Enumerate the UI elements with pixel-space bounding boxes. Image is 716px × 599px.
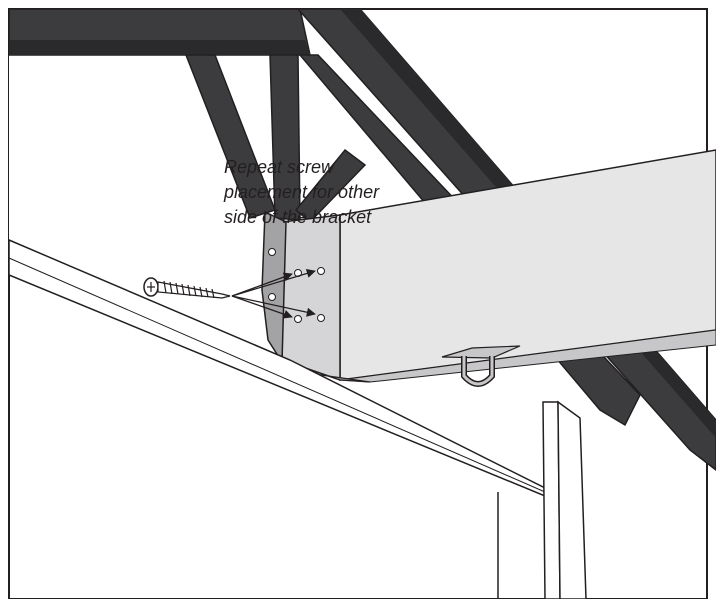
bracket-hole xyxy=(268,293,276,301)
screw-icon xyxy=(143,277,231,299)
bracket-side-plate xyxy=(261,210,287,365)
truss-top-chord-shadow xyxy=(9,40,310,55)
door-jamb-left xyxy=(542,401,561,599)
callout-line: Repeat screw xyxy=(224,157,335,177)
callout-line: placement for other xyxy=(224,182,380,202)
bracket-hole xyxy=(268,248,276,256)
eye-hook-icon xyxy=(441,345,521,387)
bracket-hole xyxy=(317,314,325,322)
wall-top-plate-edge xyxy=(8,257,546,493)
bracket-hole xyxy=(294,315,302,323)
storage-beam-end xyxy=(281,214,341,382)
bracket-hole xyxy=(317,267,325,275)
arrow-icon xyxy=(231,269,316,319)
instruction-callout: Repeat screw placement for other side of… xyxy=(224,155,454,230)
ceiling-plane xyxy=(9,55,290,240)
door-jamb-right xyxy=(557,400,587,599)
callout-line: side of the bracket xyxy=(224,207,372,227)
